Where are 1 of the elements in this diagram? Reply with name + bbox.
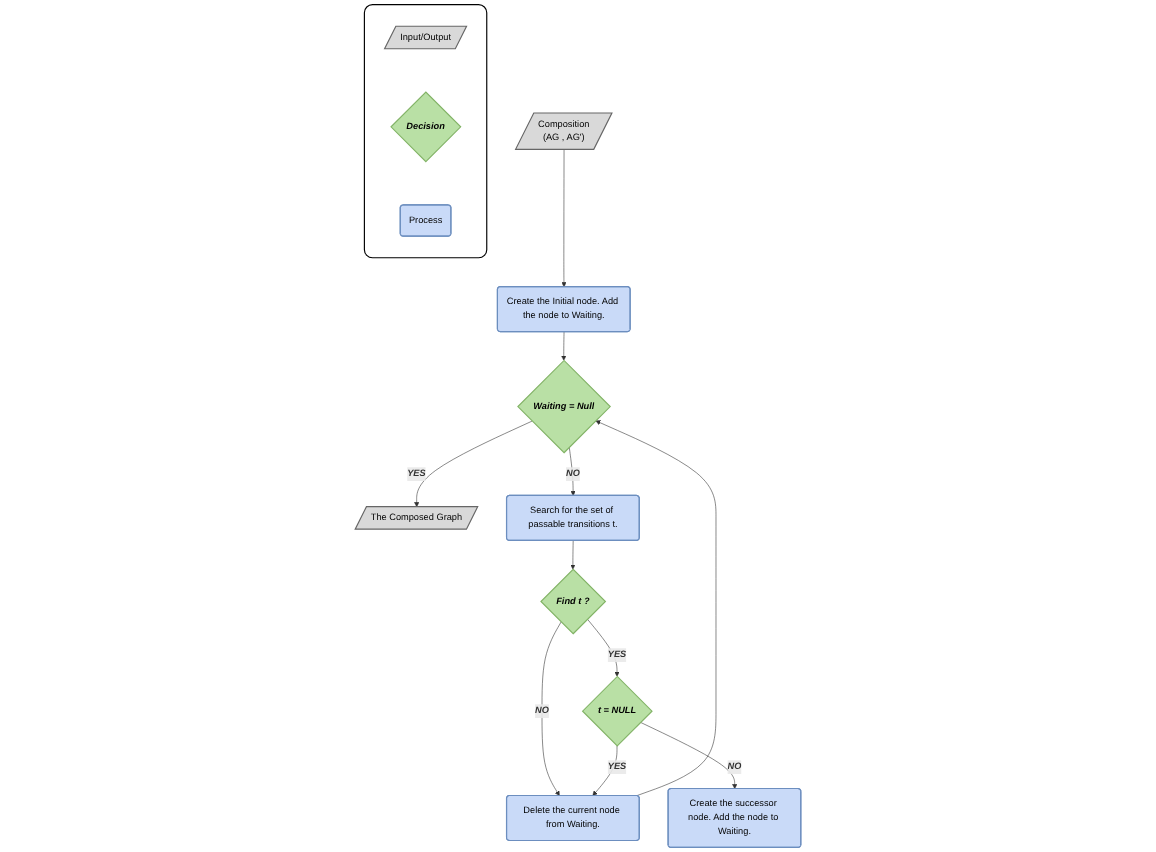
cluster bbox=[363, 4, 488, 259]
